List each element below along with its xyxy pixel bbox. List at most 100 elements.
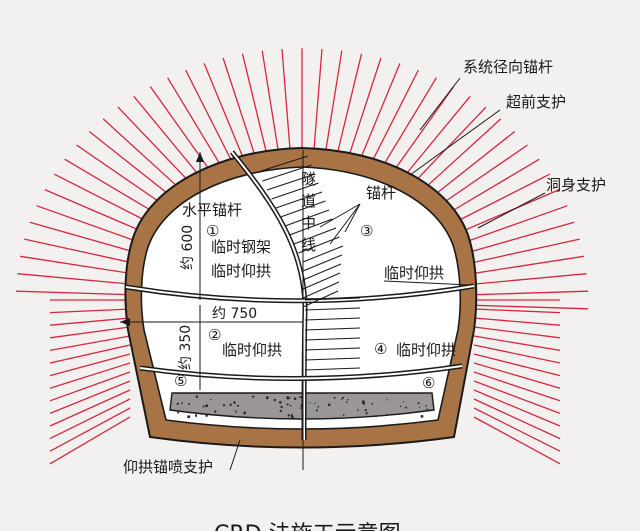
speckle [291, 415, 294, 419]
speckle [214, 410, 217, 413]
speckle [341, 398, 343, 400]
frame-bolt [257, 155, 309, 173]
leader-bolt-2 [329, 203, 361, 245]
label-horizontal-bolt: 水平锚杆 [182, 201, 242, 219]
frame-bolt [262, 164, 312, 182]
speckle [299, 396, 301, 399]
speckle [279, 401, 282, 404]
speckle [293, 397, 297, 401]
speckle [374, 415, 378, 418]
radial-bolt [473, 380, 561, 415]
radial-bolt [393, 86, 455, 172]
leader-bolt-3 [344, 203, 361, 233]
speckle [365, 412, 368, 415]
speckle [280, 405, 283, 409]
radial-bolt [20, 255, 132, 275]
speckle [236, 404, 240, 407]
stage-1: ① [206, 222, 219, 240]
speckle [289, 404, 292, 407]
speckle [399, 405, 402, 408]
radial-bolt [403, 95, 471, 178]
speckle [419, 406, 421, 408]
speckle [345, 401, 348, 404]
radial-bolt [88, 130, 175, 199]
speckle [333, 396, 336, 399]
frame-bolt [304, 367, 361, 371]
frame-bolt [302, 281, 340, 299]
speckle [195, 415, 197, 418]
radial-bolt [473, 389, 561, 427]
stage-3: ③ [360, 222, 373, 240]
frame-bolt [304, 347, 361, 351]
dim-text-350: 约 350 [178, 325, 194, 370]
radial-bolt [64, 158, 160, 216]
speckle [252, 395, 255, 398]
radial-bolt [261, 50, 279, 150]
stage-6: ⑥ [422, 374, 435, 392]
radial-bolt [473, 407, 561, 452]
label-temp-invert-right-upper: 临时仰拱 [384, 264, 444, 282]
radial-bolt [371, 69, 419, 162]
speckle [235, 411, 237, 413]
speckle [176, 402, 179, 405]
label-bolt: 锚杆 [366, 184, 396, 202]
frame-bolt [289, 218, 333, 236]
speckle [205, 414, 208, 417]
speckle [187, 415, 191, 419]
radial-bolt [461, 205, 568, 244]
speckle [289, 397, 291, 399]
caption: CRD 法施工示意图 [214, 522, 401, 531]
radial-bolt [337, 53, 363, 152]
radial-bolt [348, 57, 382, 155]
frame-bolt [302, 263, 342, 281]
speckle [222, 404, 226, 407]
radial-bolt [117, 106, 192, 185]
speckle [420, 415, 424, 418]
radial-bolt [36, 205, 143, 244]
speckle [364, 409, 367, 412]
radial-bolt [466, 221, 575, 254]
radial-bolt [382, 77, 437, 167]
label-invert-support: 仰拱锚喷支护 [123, 458, 213, 476]
label-centerline-2: 道 [301, 192, 316, 210]
speckle [403, 401, 405, 403]
radial-bolt [222, 57, 256, 155]
speckle [273, 398, 276, 402]
speckle [371, 402, 374, 405]
radial-bolt [49, 398, 131, 440]
radial-bolt [203, 63, 244, 158]
radial-bolt [29, 221, 138, 254]
radial-bolt [167, 77, 222, 167]
label-temp-invert-left-upper: 临时仰拱 [211, 262, 271, 280]
speckle [417, 402, 420, 405]
radial-bolt [49, 380, 131, 415]
frame-bolt [304, 297, 361, 301]
radial-bolt [474, 304, 589, 310]
radial-bolt [76, 144, 167, 207]
speckle [205, 404, 209, 408]
speckle [188, 403, 191, 406]
radial-bolt [53, 173, 153, 225]
radial-bolt [49, 362, 131, 389]
frame-bolt [271, 182, 319, 200]
system-radial-bolts [15, 48, 589, 465]
speckle [210, 399, 212, 401]
radial-bolt [49, 416, 131, 465]
frame-bolt [304, 307, 361, 311]
radial-bolt [473, 344, 561, 364]
radial-bolt [15, 290, 130, 296]
speckle [177, 411, 180, 414]
speckle [357, 409, 359, 411]
frame-bolt [293, 227, 337, 245]
speckle [425, 405, 428, 407]
dim-text-600: 约 600 [180, 225, 196, 270]
label-advance-support: 超前支护 [506, 93, 566, 111]
radial-bolt [472, 255, 584, 275]
speckle [347, 398, 349, 401]
dim-arrow-600 [196, 152, 204, 162]
speckle [327, 403, 331, 407]
radial-bolt [473, 335, 561, 352]
stage-4: ④ [374, 340, 387, 358]
radial-bolt [185, 69, 233, 162]
